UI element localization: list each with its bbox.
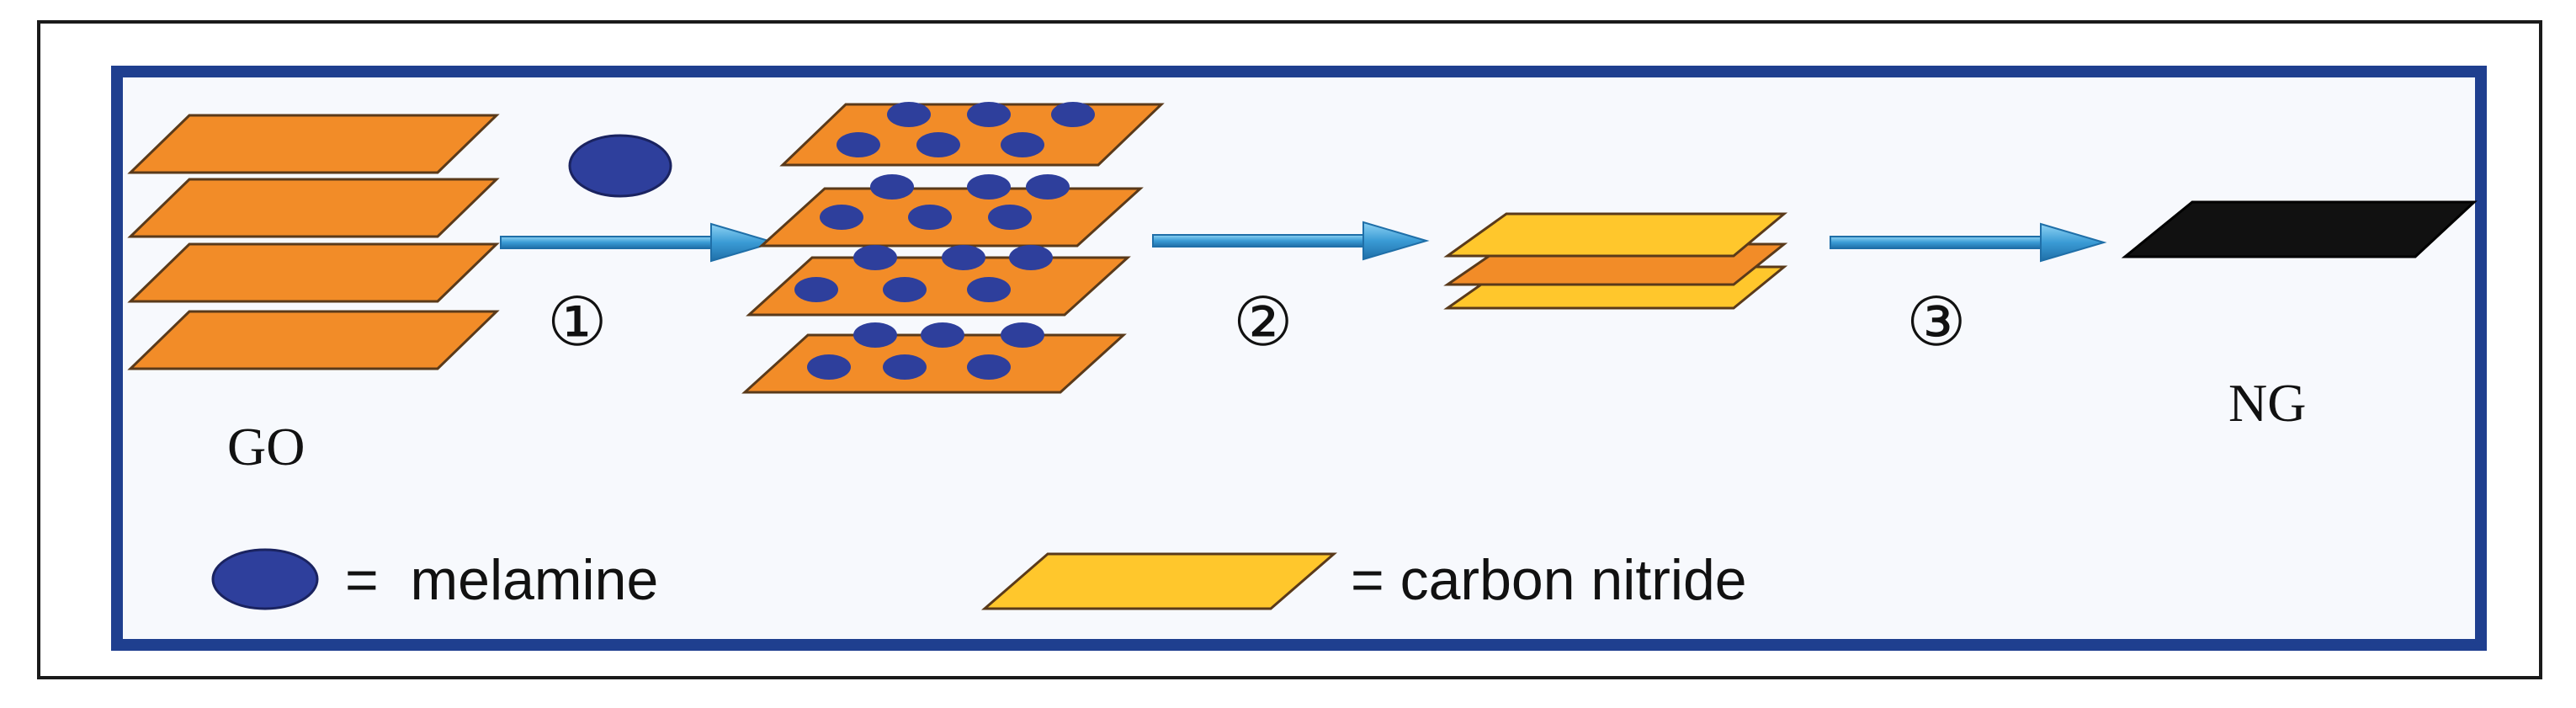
melamine-go-sheet	[741, 322, 1127, 394]
go-sheet	[127, 178, 500, 238]
legend-carbon-nitride-icon	[980, 552, 1338, 610]
go-sheet	[127, 310, 500, 370]
ng-sheet	[2121, 200, 2478, 258]
carbon-nitride-sandwich	[1443, 212, 1788, 310]
step-1-marker: ①	[547, 286, 608, 360]
arrow-step-2	[1152, 221, 1430, 261]
carbon-nitride-sheet	[1443, 212, 1788, 258]
legend: = melamine = carbon nitride	[211, 548, 1747, 612]
melamine-molecule	[568, 134, 672, 198]
melamine-go-stack	[741, 102, 1165, 394]
go-label: GO	[227, 417, 305, 476]
arrow-step-1	[500, 222, 778, 263]
arrow-step-3	[1830, 222, 2107, 263]
legend-carbon-nitride-text: = carbon nitride	[1351, 548, 1747, 612]
go-sheet-stack	[127, 114, 500, 370]
ng-label: NG	[2228, 373, 2306, 433]
melamine-go-sheet	[779, 102, 1165, 167]
go-sheet	[127, 242, 500, 303]
step-3-marker: ③	[1906, 286, 1967, 360]
melamine-go-sheet	[758, 174, 1144, 248]
step-2-marker: ②	[1233, 286, 1293, 360]
go-sheet	[127, 114, 500, 174]
legend-melamine-text: = melamine	[345, 548, 658, 612]
melamine-go-sheet	[746, 245, 1131, 317]
legend-melamine-icon	[211, 548, 319, 610]
